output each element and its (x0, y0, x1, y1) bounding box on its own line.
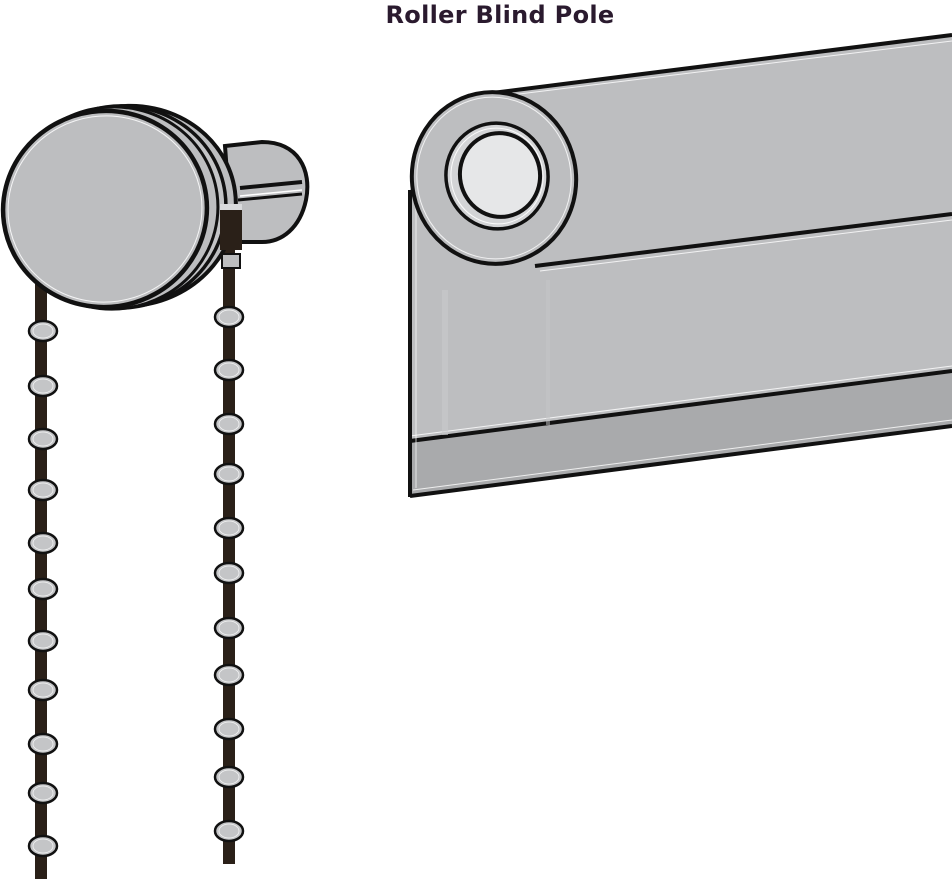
chain-control (0, 103, 310, 879)
knob-rear-cap (222, 139, 310, 244)
diagram-title: Roller Blind Pole (385, 1, 615, 29)
knob-front-face (0, 108, 210, 310)
roller-blind (408, 33, 952, 498)
chain-right (223, 250, 235, 864)
chain-left (35, 262, 47, 879)
bottom-rail (410, 372, 952, 496)
roller-end-hub (409, 90, 579, 266)
